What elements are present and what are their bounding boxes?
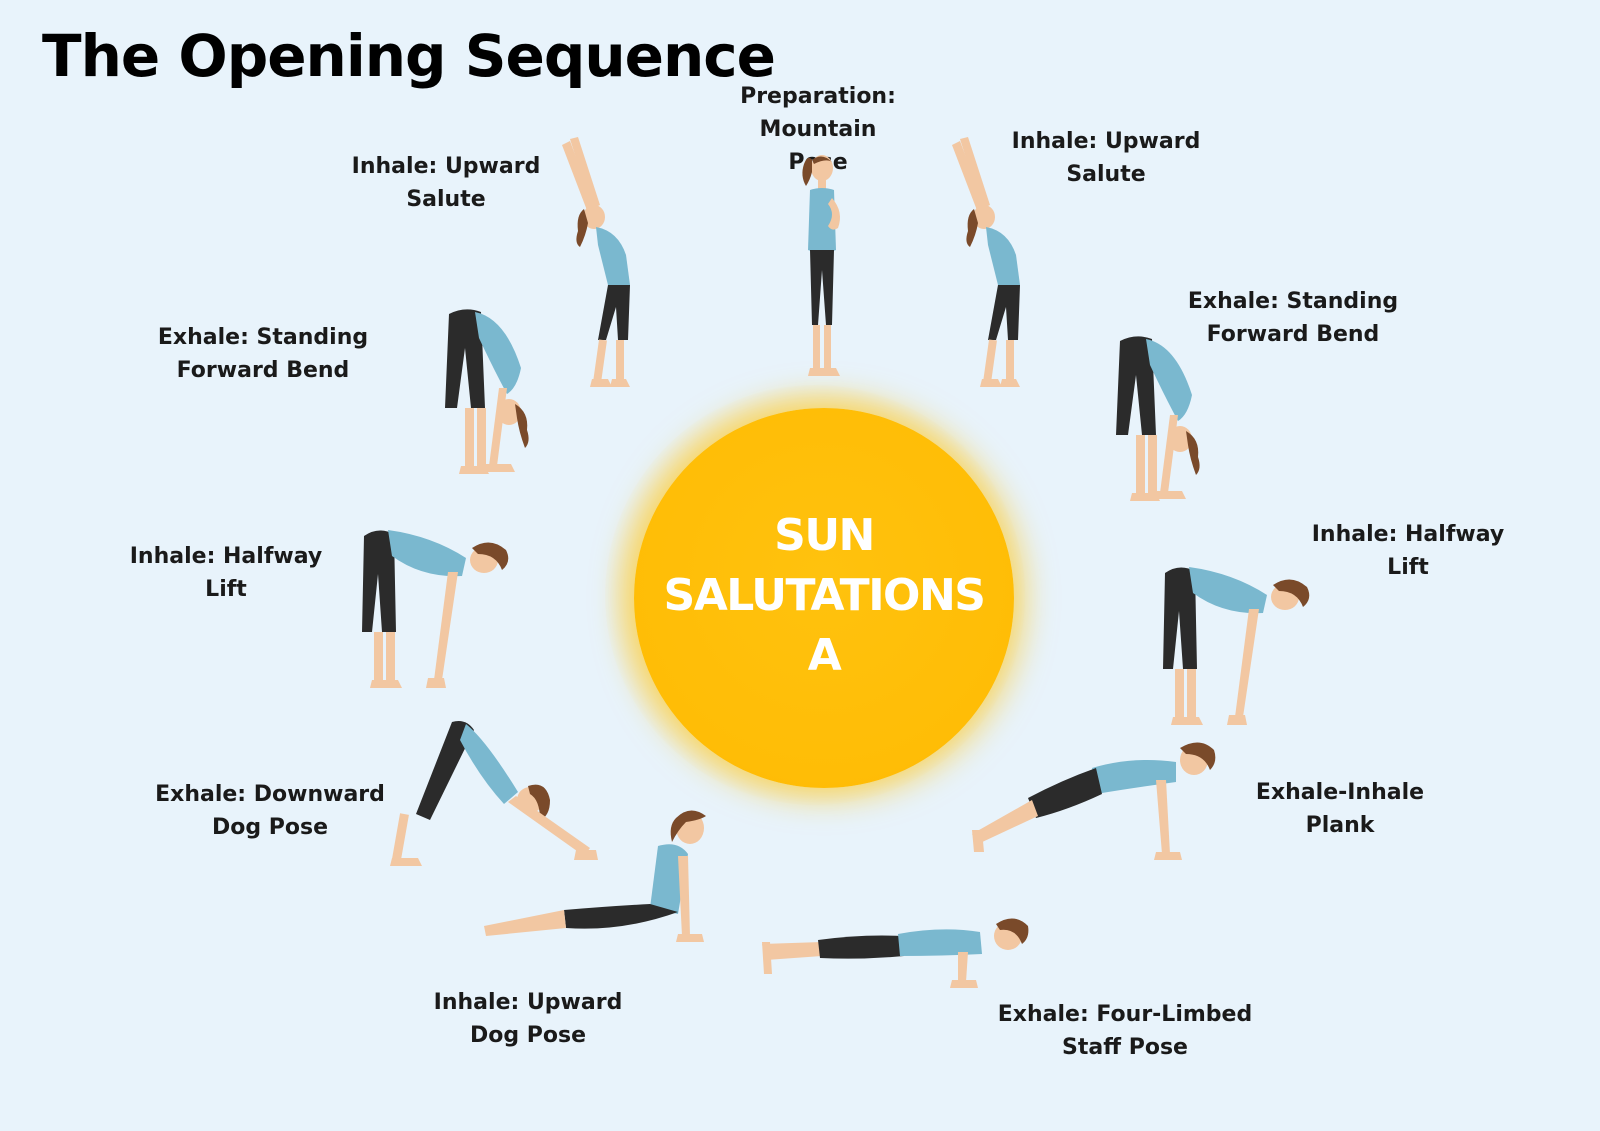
- plank-figure: [972, 742, 1216, 860]
- pose-label-upward-salute-left: Inhale: Upward Salute: [351, 154, 541, 212]
- pose-label-upward-salute-right: Inhale: Upward Salute: [1011, 129, 1201, 187]
- pose-label-halfway-lift-right: Inhale: Halfway Lift: [1311, 522, 1505, 580]
- downward-dog-figure: [390, 721, 598, 866]
- upward-salute-right-figure: [952, 137, 1020, 387]
- halfway-lift-left-figure: [362, 530, 509, 688]
- pose-label-forward-bend-right: Exhale: Standing Forward Bend: [1187, 289, 1399, 347]
- page-title: The Opening Sequence: [42, 22, 776, 90]
- forward-bend-left-figure: [445, 309, 529, 474]
- upward-dog-figure: [484, 810, 706, 942]
- pose-label-mountain: Preparation: Mountain Pose: [740, 84, 896, 175]
- upward-salute-left-figure: [562, 137, 630, 387]
- forward-bend-right-figure: [1116, 336, 1200, 501]
- mountain-pose-figure: [802, 155, 840, 376]
- halfway-lift-right-figure: [1163, 567, 1310, 725]
- sun-circle: SUN SALUTATIONS A: [634, 408, 1014, 788]
- pose-label-upward-dog: Inhale: Upward Dog Pose: [433, 990, 623, 1048]
- pose-label-forward-bend-left: Exhale: Standing Forward Bend: [157, 325, 369, 383]
- pose-label-downward-dog: Exhale: Downward Dog Pose: [155, 782, 385, 840]
- pose-label-halfway-lift-left: Inhale: Halfway Lift: [129, 544, 323, 602]
- four-limbed-staff-figure: [762, 918, 1029, 988]
- sun-title: SUN SALUTATIONS A: [663, 510, 986, 681]
- pose-label-plank: Exhale-Inhale Plank: [1255, 780, 1425, 838]
- pose-label-four-limbed-staff: Exhale: Four-Limbed Staff Pose: [997, 1002, 1253, 1060]
